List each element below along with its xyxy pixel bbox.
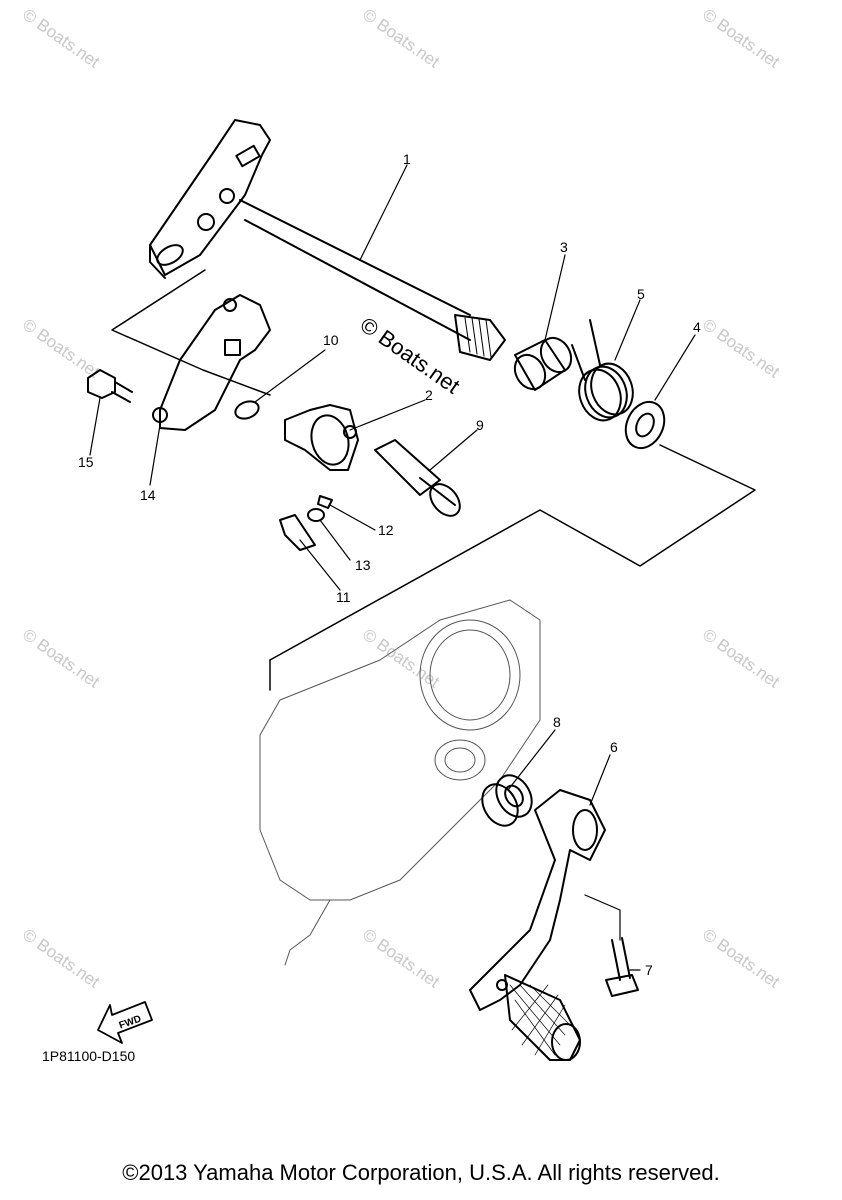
diagram-code: 1P81100-D150 (42, 1048, 136, 1064)
shift-pedal (469, 789, 606, 1061)
callout-6: 6 (610, 739, 618, 755)
leader-lines (89, 164, 696, 971)
callout-5: 5 (637, 286, 645, 302)
washer-10 (234, 400, 260, 420)
plunger (279, 514, 316, 551)
callout-8: 8 (553, 714, 561, 730)
callout-14: 14 (140, 487, 156, 503)
detent-ball (307, 508, 325, 522)
pivot-bolt (374, 439, 461, 517)
callout-1: 1 (403, 151, 411, 167)
callout-10: 10 (323, 332, 339, 348)
callout-11: 11 (336, 589, 351, 605)
callout-13: 13 (355, 557, 371, 573)
assembly-outline (111, 269, 756, 691)
detent-spring (317, 495, 333, 509)
callout-9: 9 (476, 417, 484, 433)
stopper-lever (284, 404, 359, 471)
pedal-bolt (605, 937, 639, 997)
torsion-spring (571, 319, 634, 422)
callout-3: 3 (560, 239, 568, 255)
bolt-15 (87, 369, 133, 403)
callout-12: 12 (378, 522, 394, 538)
engine-case (259, 599, 541, 966)
copyright-notice: ©2013 Yamaha Motor Corporation, U.S.A. A… (122, 1160, 720, 1185)
callout-7: 7 (645, 962, 653, 978)
callout-2: 2 (425, 387, 433, 403)
collar (513, 336, 573, 391)
fwd-arrow-icon: FWD (97, 1001, 153, 1044)
stopper-lever-plate (152, 294, 271, 431)
callout-4: 4 (693, 319, 701, 335)
oil-seal (481, 774, 533, 827)
washer (624, 400, 666, 450)
callout-15: 15 (78, 454, 94, 470)
shift-shaft (149, 119, 506, 361)
